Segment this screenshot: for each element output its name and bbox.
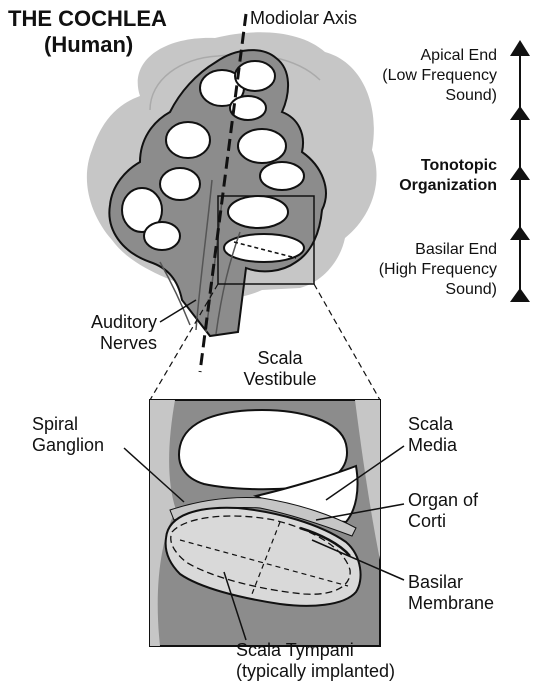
organ-of-corti-line-2: Corti	[408, 511, 478, 532]
scala-media-line-2: Media	[408, 435, 457, 456]
scala-tympani-line-1: Scala Tympani	[236, 640, 395, 661]
scala-vestibule-label: Scala Vestibule	[230, 348, 330, 390]
apical-end-line-3: Sound)	[382, 86, 497, 106]
scala-media-label: Scala Media	[408, 414, 457, 456]
chamber-mid-3	[238, 129, 286, 163]
chamber-base-2	[224, 234, 304, 262]
auditory-nerves-line-1: Auditory	[62, 312, 157, 333]
scala-tympani-line-2: (typically implanted)	[236, 661, 395, 682]
cross-section	[150, 400, 380, 646]
chamber-left-2	[144, 222, 180, 250]
chamber-mid-4	[260, 162, 304, 190]
modiolar-axis-label: Modiolar Axis	[250, 8, 357, 29]
basilar-end-label: Basilar End (High Frequency Sound)	[379, 240, 497, 300]
cochlea-illustration	[87, 32, 377, 336]
chamber-apex-2	[235, 61, 275, 91]
basilar-membrane-label: Basilar Membrane	[408, 572, 494, 614]
tonotopic-marker-3	[510, 166, 530, 180]
scala-vestibule-line-2: Vestibule	[230, 369, 330, 390]
apical-end-line-2: (Low Frequency	[382, 66, 497, 86]
basilar-membrane-line-2: Membrane	[408, 593, 494, 614]
apical-end-line-1: Apical End	[382, 46, 497, 66]
spiral-ganglion-line-1: Spiral	[32, 414, 104, 435]
basilar-end-line-2: (High Frequency	[379, 260, 497, 280]
scala-vestibule-line-1: Scala	[230, 348, 330, 369]
spiral-ganglion-label: Spiral Ganglion	[32, 414, 104, 456]
scala-media-line-1: Scala	[408, 414, 457, 435]
chamber-base-1	[228, 196, 288, 228]
tonotopic-marker-1	[510, 40, 530, 56]
basilar-end-line-1: Basilar End	[379, 240, 497, 260]
modiolar-axis-text: Modiolar Axis	[250, 8, 357, 28]
tonotopic-scale	[510, 40, 530, 302]
basilar-membrane-line-1: Basilar	[408, 572, 494, 593]
apical-end-label: Apical End (Low Frequency Sound)	[382, 46, 497, 106]
tonotopic-marker-5	[510, 288, 530, 302]
basilar-end-line-3: Sound)	[379, 280, 497, 300]
tonotopic-label: Tonotopic Organization	[399, 156, 497, 196]
auditory-nerves-line-2: Nerves	[62, 333, 157, 354]
chamber-mid-2	[160, 168, 200, 200]
tonotopic-marker-2	[510, 106, 530, 120]
organ-of-corti-label: Organ of Corti	[408, 490, 478, 532]
diagram-title: THE COCHLEA (Human)	[8, 6, 167, 58]
title-line-2: (Human)	[8, 32, 167, 58]
scala-tympani-label: Scala Tympani (typically implanted)	[236, 640, 395, 682]
spiral-ganglion-line-2: Ganglion	[32, 435, 104, 456]
organ-of-corti-line-1: Organ of	[408, 490, 478, 511]
tonotopic-line-2: Organization	[399, 176, 497, 196]
auditory-nerves-label: Auditory Nerves	[62, 312, 157, 354]
tonotopic-marker-4	[510, 226, 530, 240]
title-line-1: THE COCHLEA	[8, 6, 167, 32]
tonotopic-line-1: Tonotopic	[399, 156, 497, 176]
chamber-mid-1	[166, 122, 210, 158]
